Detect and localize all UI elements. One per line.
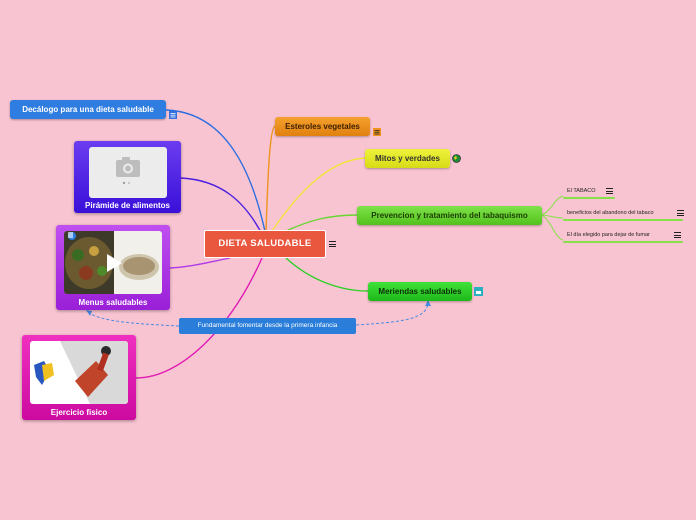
link-icon[interactable] bbox=[474, 287, 483, 296]
note-icon[interactable] bbox=[674, 232, 681, 239]
note-icon[interactable] bbox=[677, 210, 684, 217]
topic-piramide[interactable]: Pirámide de alimentos bbox=[74, 141, 181, 213]
globe-icon[interactable] bbox=[452, 154, 461, 163]
note-icon[interactable] bbox=[606, 188, 613, 195]
topic-label: Pirámide de alimentos bbox=[85, 201, 170, 210]
image-thumbnail bbox=[30, 341, 128, 404]
subtopic-tabaco[interactable]: El TABACO bbox=[567, 188, 596, 194]
subtopic-underline bbox=[563, 219, 683, 221]
central-topic[interactable]: DIETA SALUDABLE bbox=[204, 230, 326, 258]
topic-ejercicio[interactable]: Ejercicio fisico bbox=[22, 335, 136, 420]
topic-decalogo[interactable]: Decálogo para una dieta saludable bbox=[10, 100, 166, 119]
subtopic-dia[interactable]: El día elegido para dejar de fumar bbox=[567, 232, 650, 238]
video-thumbnail[interactable] bbox=[64, 231, 162, 294]
camera-icon bbox=[116, 157, 140, 185]
note-icon[interactable] bbox=[169, 106, 177, 119]
topic-meriendas[interactable]: Meriendas saludables bbox=[368, 282, 472, 301]
subtopic-beneficios[interactable]: beneficios del abandono del tabaco bbox=[567, 210, 654, 216]
topic-label: Menus saludables bbox=[78, 298, 148, 307]
topic-esteroles[interactable]: Esteroles vegetales bbox=[275, 117, 370, 136]
note-icon[interactable] bbox=[373, 123, 381, 136]
subtopic-underline bbox=[563, 197, 615, 199]
topic-mitos[interactable]: Mitos y verdades bbox=[365, 149, 450, 168]
topic-prevencion[interactable]: Prevencion y tratamiento del tabaquismo bbox=[357, 206, 542, 225]
play-icon bbox=[107, 254, 122, 272]
relationship-label[interactable]: Fundamental fomentar desde la primera in… bbox=[179, 318, 356, 334]
subtopic-underline bbox=[563, 241, 683, 243]
topic-label: Ejercicio fisico bbox=[50, 408, 108, 417]
note-icon[interactable] bbox=[329, 241, 336, 248]
topic-menus[interactable]: Menus saludables bbox=[56, 225, 170, 310]
image-placeholder bbox=[89, 147, 167, 198]
